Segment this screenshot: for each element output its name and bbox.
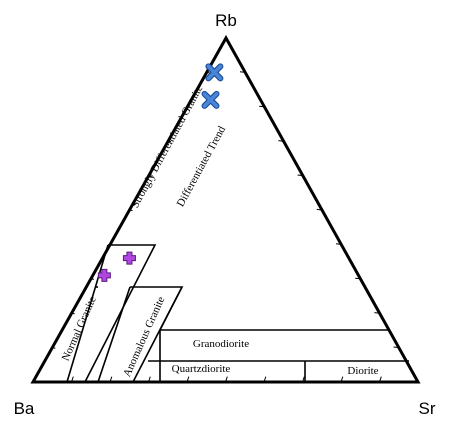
plus-marker (122, 251, 136, 265)
bottom-edge-tick (148, 376, 151, 383)
bottom-edge-tick (186, 376, 190, 383)
right-edge-tick (335, 243, 342, 245)
left-edge-tick (206, 71, 210, 74)
left-edge-tick (129, 209, 133, 212)
bottom-edge-tick (109, 376, 113, 383)
bottom-edge-tick (71, 376, 74, 383)
anomalous-inner (97, 286, 131, 383)
left-edge-tick (148, 175, 152, 177)
right-edge-tick (239, 71, 246, 73)
label-diorite: Diorite (347, 365, 378, 377)
bottom-edge-tick (340, 376, 344, 383)
label-differentiated-trend: Differentiated Trend (175, 124, 229, 209)
label-quartzdiorite: Quartzdiorite (172, 363, 231, 375)
normal-granite-inner (66, 244, 109, 383)
label-granodiorite: Granodiorite (193, 338, 249, 350)
right-edge-tick (259, 105, 265, 108)
strongly-differentiated-boundary (84, 244, 157, 383)
left-edge-tick (187, 106, 191, 108)
left-edge-tick (168, 140, 172, 143)
right-edge-tick (393, 346, 399, 349)
right-edge-tick (278, 140, 284, 142)
x-marker (201, 90, 220, 109)
granodiorite-left (159, 286, 183, 382)
bottom-edge-tick (225, 376, 228, 383)
bottom-edge-tick (302, 376, 305, 383)
right-edge-tick (355, 277, 361, 280)
bottom-edge-tick (263, 376, 267, 383)
data-points (97, 63, 224, 282)
right-edge-tick (297, 174, 303, 177)
plus-marker (97, 268, 111, 282)
bottom-edge-tick (379, 376, 382, 383)
field-boundaries (66, 244, 409, 383)
left-edge-tick (71, 312, 75, 315)
left-edge-tick (110, 243, 114, 246)
left-edge-tick (90, 278, 94, 280)
right-edge-tick (374, 312, 380, 314)
label-normal-granite: Normal Granite (60, 295, 99, 363)
left-edge-tick (52, 347, 56, 349)
vertex-label-rb: Rb (215, 11, 237, 30)
axis-ticks (52, 71, 399, 383)
x-marker (205, 63, 224, 82)
vertex-label-sr: Sr (419, 399, 436, 418)
vertex-label-ba: Ba (14, 399, 35, 418)
right-edge-tick (316, 208, 323, 211)
